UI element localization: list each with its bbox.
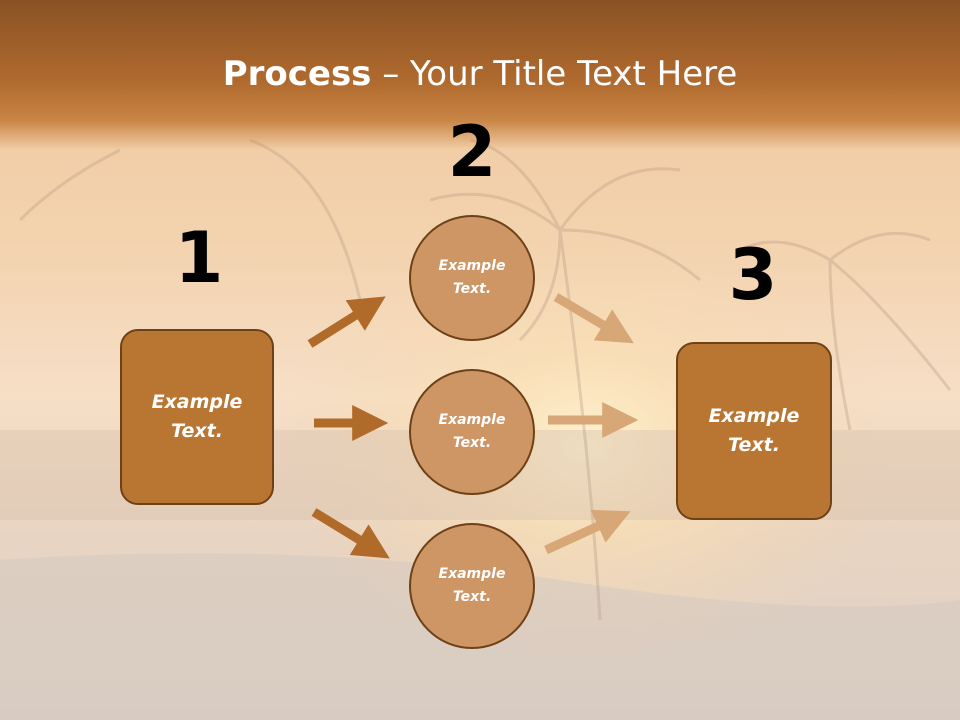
arrow-left-to-top xyxy=(307,296,386,348)
circle-text: Example Text. xyxy=(438,412,506,451)
right-box-text: Example Text. xyxy=(708,405,800,456)
middle-circle-center: Example Text. xyxy=(409,369,535,495)
arrow-left-to-bottom xyxy=(311,508,390,559)
left-process-box: Example Text. xyxy=(120,329,274,505)
title-bar xyxy=(0,0,960,150)
arrow-bottom-to-right xyxy=(544,509,631,555)
right-process-box: Example Text. xyxy=(676,342,832,520)
arrow-top-to-right xyxy=(553,293,634,344)
title-bold: Process xyxy=(222,54,372,94)
middle-circle-bottom: Example Text. xyxy=(409,523,535,649)
title-rest: – Your Title Text Here xyxy=(371,54,738,94)
circle-text: Example Text. xyxy=(438,566,506,605)
middle-circle-top: Example Text. xyxy=(409,215,535,341)
step-number-3: 3 xyxy=(728,234,778,316)
left-box-text: Example Text. xyxy=(151,391,243,442)
circle-text: Example Text. xyxy=(438,258,506,297)
step-number-2: 2 xyxy=(447,111,497,193)
step-number-1: 1 xyxy=(174,217,224,299)
slide-title: Process – Your Title Text Here xyxy=(0,52,960,96)
